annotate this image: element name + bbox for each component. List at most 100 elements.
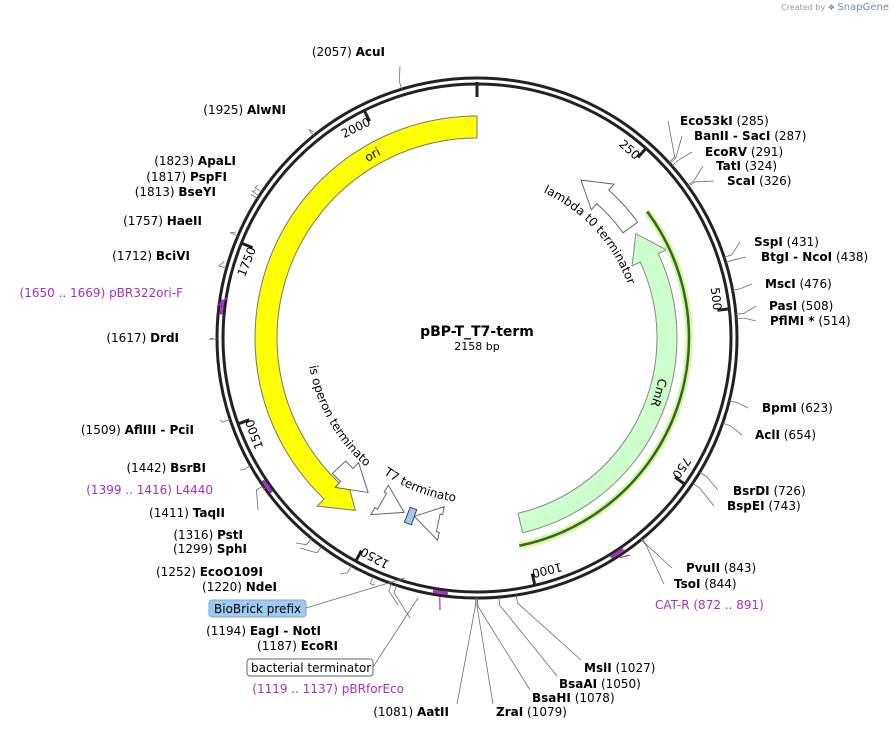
enzyme-leader-line: [256, 485, 264, 511]
primer-name: L4440: [176, 483, 213, 497]
enzyme-name: AflIII - PciI: [125, 423, 194, 437]
bacterial-terminator-label: bacterial terminator: [246, 658, 374, 677]
enzyme-position: (1299): [173, 542, 217, 556]
primer-leader-line: [262, 484, 271, 490]
enzyme-label: (1813) BseYI: [135, 185, 216, 199]
enzyme-label: MslI (1027): [584, 661, 655, 675]
enzyme-label: (1187) EcoRI: [257, 639, 338, 653]
enzyme-label: SspI (431): [754, 235, 819, 249]
enzyme-leader-line: [208, 337, 218, 340]
enzyme-leader-line: [219, 419, 231, 423]
primer-name: CAT-R: [655, 598, 690, 612]
primer-name: pBRforEco: [342, 682, 404, 696]
enzyme-label: (1411) TaqII: [149, 506, 225, 520]
tick-label-500: 500: [708, 287, 725, 311]
enzyme-position: (1617): [106, 331, 150, 345]
enzyme-leader-line: [398, 65, 403, 90]
tick-1500: [237, 418, 250, 426]
ori-label: ori: [362, 145, 383, 165]
enzyme-leader-line: [295, 538, 312, 546]
primer-site-mark: [432, 589, 449, 595]
enzyme-leader-line: [732, 283, 753, 291]
primer-range: (1399 .. 1416): [86, 483, 176, 497]
enzyme-position: (1823): [154, 154, 198, 168]
primer-leader-line: [216, 296, 229, 307]
enzyme-leader-line: [699, 472, 719, 491]
right-terminator-feature: [413, 506, 445, 542]
enzyme-name: BciVI: [156, 249, 190, 263]
tick-500: [717, 307, 730, 312]
enzyme-label: BsaHI (1078): [532, 691, 615, 705]
t7-terminator-label: T7 terminator: [0, 0, 457, 505]
enzyme-label: PasI (508): [769, 299, 833, 313]
enzyme-leader-line: [736, 317, 757, 322]
enzyme-label: (1194) EagI - NotI: [206, 624, 321, 638]
enzyme-leader-line: [735, 305, 757, 315]
enzyme-name: SphI: [217, 542, 247, 556]
enzyme-label: PflMI * (514): [770, 314, 851, 328]
enzyme-name: BsrDI: [733, 484, 770, 498]
enzyme-label: AclI (654): [755, 428, 816, 442]
enzyme-leader-line: [498, 597, 558, 677]
tick-250: [636, 147, 648, 159]
enzyme-leader-line: [729, 400, 749, 409]
enzyme-name: EcoRV: [705, 145, 748, 159]
tick-label-1000: 1000: [531, 560, 564, 581]
enzyme-leader-line: [724, 241, 741, 258]
enzyme-name: PvuII: [686, 561, 720, 575]
enzyme-position: (726): [770, 484, 806, 498]
svg-text:bacterial terminator: bacterial terminator: [251, 661, 371, 675]
enzyme-label: (1712) BciVI: [112, 249, 190, 263]
plasmid-name: pBP-T_T7-term: [420, 324, 534, 340]
tick-label-2000: 2000: [339, 115, 373, 141]
enzyme-name: HaeII: [167, 214, 202, 228]
enzyme-label: ScaI (326): [727, 174, 791, 188]
enzyme-name: BsaHI: [532, 691, 571, 705]
enzyme-position: (1757): [123, 214, 167, 228]
enzyme-name: MslI: [584, 661, 612, 675]
enzyme-label: BanII - SacI (287): [694, 129, 806, 143]
svg-text:BioBrick prefix: BioBrick prefix: [214, 602, 301, 616]
enzyme-leader-line: [250, 193, 258, 199]
enzyme-position: (324): [741, 159, 777, 173]
enzyme-label: (1925) AlwNI: [203, 103, 286, 117]
enzyme-position: (1050): [597, 677, 641, 691]
enzyme-label: (2057) AcuI: [312, 45, 385, 59]
enzyme-name: EcoRI: [301, 639, 338, 653]
enzyme-leader-line: [687, 165, 704, 186]
enzyme-name: MscI: [765, 277, 796, 291]
enzyme-name: BseYI: [178, 185, 216, 199]
enzyme-leader-line: [667, 120, 676, 163]
enzyme-position: (1187): [257, 639, 301, 653]
enzyme-leader-line: [641, 538, 673, 569]
enzyme-position: (514): [815, 314, 851, 328]
enzyme-leader-line: [456, 597, 476, 705]
enzyme-name: Eco53kI: [680, 114, 733, 128]
enzyme-leader-line: [688, 180, 715, 187]
enzyme-name: AcuI: [356, 45, 385, 59]
enzyme-position: (1027): [612, 661, 656, 675]
tick-1250: [354, 549, 363, 562]
enzyme-leader-line: [254, 184, 262, 193]
enzyme-name: ApaLI: [198, 154, 236, 168]
created-by-text: Created by: [781, 3, 826, 12]
enzyme-name: TaqII: [193, 506, 225, 520]
enzyme-position: (1712): [112, 249, 156, 263]
enzyme-leader-line: [299, 546, 322, 554]
enzyme-leader-line: [476, 598, 494, 705]
enzyme-leader-line: [369, 576, 376, 586]
enzyme-name: AatII: [417, 705, 449, 719]
enzyme-position: (654): [780, 428, 816, 442]
enzyme-leader-line: [692, 482, 715, 507]
enzyme-position: (1411): [149, 506, 193, 520]
cmr-feature: [517, 232, 678, 534]
enzyme-leader-line: [725, 256, 747, 263]
primer-range: (1119 .. 1137): [252, 682, 342, 696]
enzyme-position: (1817): [146, 170, 190, 184]
enzyme-position: (1220): [202, 580, 246, 594]
snapgene-name: SnapGene: [837, 2, 889, 13]
enzyme-name: BpmI: [762, 401, 797, 415]
primer-site-mark: [609, 548, 625, 559]
bacterial-terminator-feature: [369, 484, 405, 516]
enzyme-name: BspEI: [727, 499, 765, 513]
